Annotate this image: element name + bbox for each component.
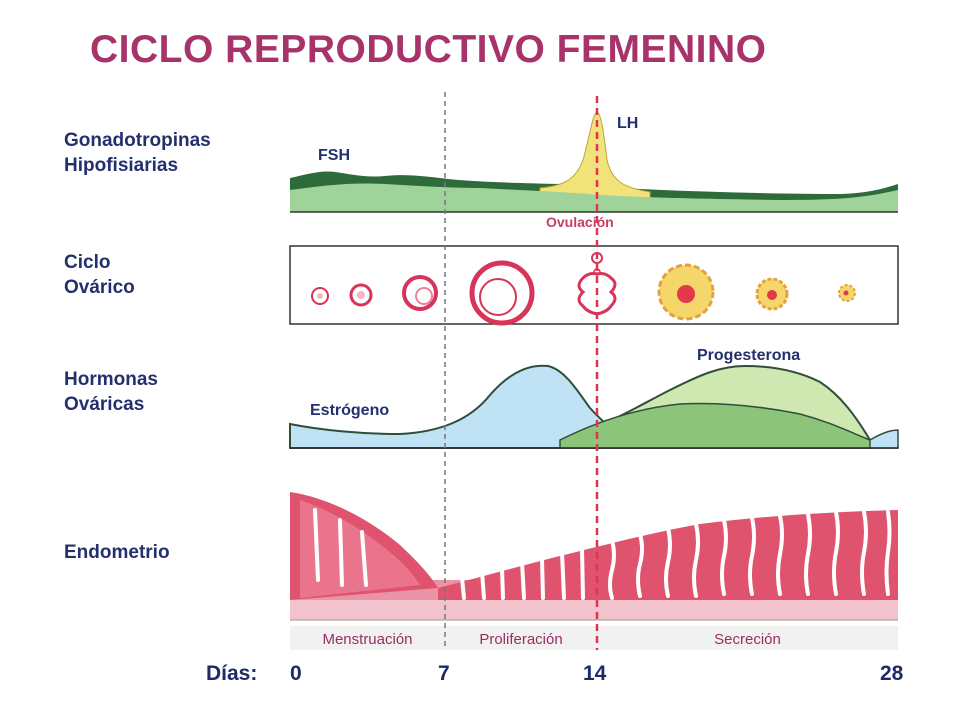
day-7: 7 xyxy=(438,662,450,685)
ovarian-hormones-panel: Estrógeno Progesterona xyxy=(289,347,899,449)
lh-label: LH xyxy=(617,115,638,132)
gonadotropin-base xyxy=(290,183,898,212)
phase-proliferation: Proliferación xyxy=(479,631,563,648)
ovarian-cycle-panel xyxy=(289,245,899,326)
endometrium-panel xyxy=(290,492,898,650)
day-28: 28 xyxy=(880,662,904,685)
follicle-4 xyxy=(469,260,535,326)
fsh-label: FSH xyxy=(318,147,350,164)
day-0: 0 xyxy=(290,662,302,685)
corpus-luteum-1 xyxy=(657,263,715,321)
corpus-albicans xyxy=(838,284,856,302)
phase-secretion: Secreción xyxy=(714,631,781,648)
follicle-2 xyxy=(349,283,373,307)
page-title: CICLO REPRODUCTIVO FEMENINO xyxy=(90,28,767,71)
row-label-endometrium: Endometrio xyxy=(64,542,170,563)
follicle-3 xyxy=(402,275,438,311)
progesterone-label: Progesterona xyxy=(697,347,800,364)
ovulation-label: Ovulación xyxy=(546,214,614,230)
days-label: Días: xyxy=(206,662,258,685)
estrogen-label: Estrógeno xyxy=(310,402,389,419)
gonadotropin-panel: FSH LH Ovulación xyxy=(290,111,898,230)
corpus-luteum-2 xyxy=(755,277,789,311)
estrogen-curve xyxy=(289,364,641,449)
day-14: 14 xyxy=(583,662,607,685)
row-label-ovarian-cycle: Ciclo Ovárico xyxy=(64,252,135,298)
row-label-gonadotropins: Gonadotropinas Hipofisiarias xyxy=(64,130,211,176)
late-hormone-area xyxy=(559,402,899,449)
phase-menstruation: Menstruación xyxy=(322,631,413,648)
follicle-1 xyxy=(311,287,329,305)
row-label-ovarian-hormones: Hormonas Ováricas xyxy=(64,369,158,415)
